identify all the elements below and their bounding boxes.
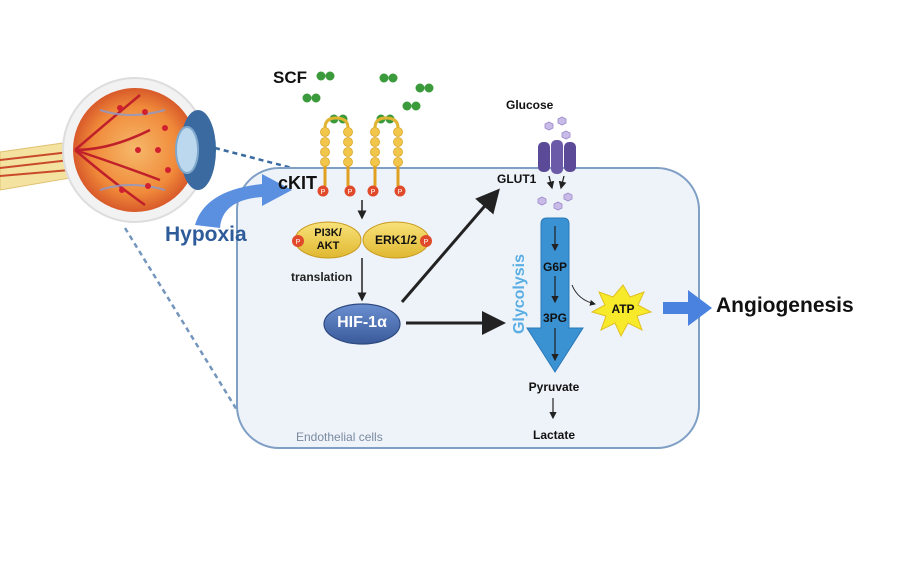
glucose-label: Glucose <box>506 98 554 112</box>
atp-label: ATP <box>611 302 635 316</box>
svg-text:P: P <box>321 189 326 196</box>
zoom-connector-bottom <box>123 227 250 429</box>
g6p-label: G6P <box>542 260 567 274</box>
scf-label: SCF <box>273 68 307 87</box>
translation-label: translation <box>291 270 353 284</box>
glucose-inside <box>537 192 573 211</box>
pi3k-phospho: P <box>296 239 301 246</box>
hif-label: HIF-1α <box>337 314 387 331</box>
zoom-connector-top <box>214 146 301 172</box>
svg-text:P: P <box>348 189 353 196</box>
hypoxia-label: Hypoxia <box>165 223 247 246</box>
ckit-label: cKIT <box>278 173 318 193</box>
receptor-icon <box>320 116 403 186</box>
svg-text:P: P <box>398 189 403 196</box>
angiogenesis-label: Angiogenesis <box>716 294 854 317</box>
glucose-molecules <box>544 116 571 140</box>
scf-ligands <box>302 71 434 124</box>
receptor-phospho-sites: P P P P <box>317 185 406 197</box>
eye-illustration-icon <box>0 77 216 223</box>
glycolysis-label: Glycolysis <box>511 253 528 335</box>
3pg-label: 3PG <box>542 311 567 325</box>
angiogenesis-arrow <box>663 290 712 326</box>
arrow-to-atp <box>571 284 596 306</box>
pyruvate-label: Pyruvate <box>528 380 580 394</box>
arrow-hif-glut1 <box>400 188 500 303</box>
erk-label: ERK1/2 <box>374 233 418 247</box>
pi3k-akt-label: PI3K/ AKT <box>314 227 342 252</box>
svg-text:P: P <box>371 189 376 196</box>
endothelial-cells-label: Endothelial cells <box>296 430 383 444</box>
glut1-transporter-icon <box>538 140 576 190</box>
lactate-label: Lactate <box>532 428 576 442</box>
glut1-label: GLUT1 <box>497 172 537 186</box>
hypoxia-arrow <box>195 174 292 228</box>
atp-burst-icon <box>590 284 653 338</box>
hif-node <box>323 303 401 345</box>
erk-phospho: P <box>424 239 429 246</box>
